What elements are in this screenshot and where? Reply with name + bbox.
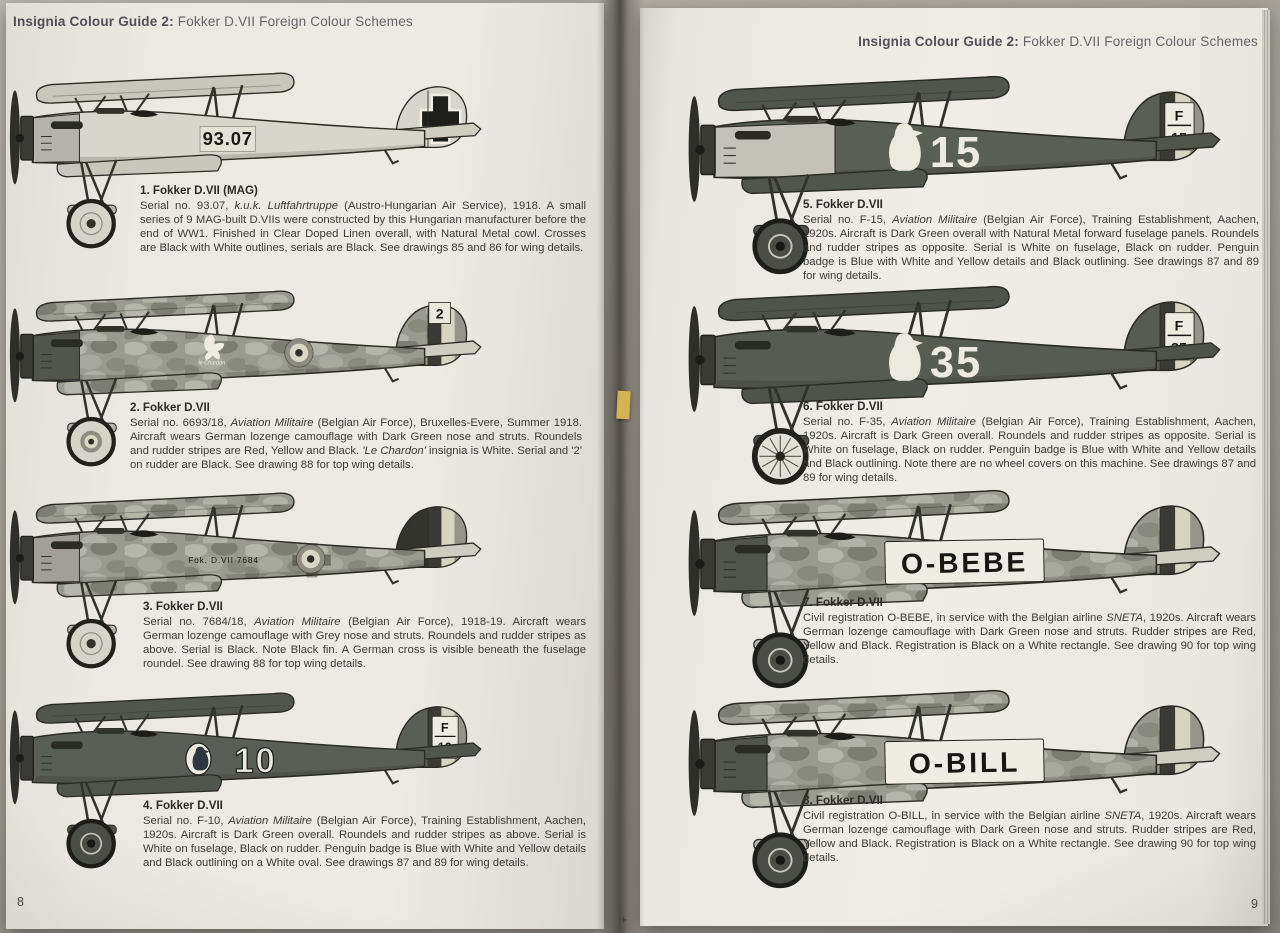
page-number-left: 8 (17, 895, 24, 909)
caption-2: 2. Fokker D.VII Serial no. 6693/18, Aviat… (130, 401, 582, 472)
page-gutter (597, 0, 645, 933)
fokker-dvii-profile: O-BEBE (688, 489, 1221, 689)
caption-text: Serial no. F-10, Aviation Militaire (Bel… (143, 815, 587, 869)
aircraft-illustration-1: 93.07 (4, 46, 490, 255)
aircraft-illustration-5: F1515 (682, 46, 1230, 282)
caption-1: 1. Fokker D.VII (MAG) Serial no. 93.07, k… (140, 184, 586, 255)
caption-text: Serial no. F-35, Aviation Militaire (Bel… (803, 416, 1257, 484)
fokker-dvii-profile: 2 le Chardon (9, 290, 482, 467)
aircraft-illustration-8: O-BILL (682, 660, 1230, 896)
svg-text:O-BILL: O-BILL (909, 746, 1021, 780)
svg-text:Fok. D.VII 7684: Fok. D.VII 7684 (188, 555, 259, 565)
caption-title: 4. Fokker D.VII (143, 799, 223, 812)
svg-text:35: 35 (930, 339, 982, 387)
caption-5: 5. Fokker D.VII Serial no. F-15, Aviation… (803, 198, 1259, 283)
svg-text:15: 15 (930, 129, 982, 177)
header-subtitle: Fokker D.VII Foreign Colour Schemes (1018, 34, 1258, 49)
page-number-right: 9 (1251, 897, 1258, 911)
caption-3: 3. Fokker D.VII Serial no. 7684/18, Aviat… (143, 600, 586, 671)
caption-text: Serial no. 93.07, k.u.k. Luftfahrtruppe … (140, 200, 586, 254)
aircraft-illustration-6: F3535 (682, 256, 1230, 492)
page-edge-stack (1262, 10, 1270, 924)
fokker-dvii-profile: F3535 (688, 285, 1221, 485)
caption-text: Serial no. F-15, Aviation Militaire (Bel… (803, 214, 1259, 282)
svg-text:93.07: 93.07 (203, 128, 253, 149)
header-series-label: Insignia Colour Guide 2: (858, 34, 1019, 49)
header-series-label: Insignia Colour Guide 2: (13, 14, 174, 29)
fokker-dvii-profile: F1010 (9, 692, 482, 869)
caption-title: 3. Fokker D.VII (143, 600, 223, 613)
caption-6: 6. Fokker D.VII Serial no. F-35, Aviation… (803, 400, 1256, 485)
aircraft-illustration-4: F1010 (4, 666, 490, 875)
caption-title: 7. Fokker D.VII (803, 596, 883, 609)
caption-8: 8. Fokker D.VII Civil registration O-BILL… (803, 794, 1256, 865)
svg-text:F: F (441, 721, 449, 735)
svg-text:F: F (1175, 319, 1184, 335)
svg-text:F: F (1175, 109, 1184, 125)
svg-text:le Chardon: le Chardon (199, 361, 226, 367)
aircraft-illustration-7: O-BEBE (682, 460, 1230, 696)
fokker-dvii-profile: 93.07 (9, 72, 482, 249)
caption-title: 2. Fokker D.VII (130, 401, 210, 414)
bookmark-tab (616, 390, 631, 420)
header-subtitle: Fokker D.VII Foreign Colour Schemes (173, 14, 413, 29)
caption-4: 4. Fokker D.VII Serial no. F-10, Aviation… (143, 799, 586, 870)
page-header-left: Insignia Colour Guide 2: Fokker D.VII Fo… (13, 14, 413, 29)
page-header-right: Insignia Colour Guide 2: Fokker D.VII Fo… (858, 34, 1258, 49)
aircraft-illustration-3: Fok. D.VII 7684 (4, 466, 490, 675)
caption-title: 8. Fokker D.VII (803, 794, 883, 807)
fokker-dvii-profile: O-BILL (688, 689, 1221, 889)
fokker-dvii-profile: Fok. D.VII 7684 (9, 492, 482, 669)
fokker-dvii-profile: F1515 (688, 75, 1221, 275)
caption-text: Serial no. 7684/18, Aviation Militaire (… (143, 616, 586, 670)
caption-title: 6. Fokker D.VII (803, 400, 883, 413)
svg-text:2: 2 (436, 306, 444, 322)
caption-title: 5. Fokker D.VII (803, 198, 883, 211)
caption-7: 7. Fokker D.VII Civil registration O-BEBE… (803, 596, 1256, 667)
registration-mark: + (620, 912, 628, 927)
aircraft-illustration-2: 2 le Chardon (4, 264, 490, 473)
caption-text: Civil registration O-BILL, in service wi… (803, 810, 1256, 864)
caption-title: 1. Fokker D.VII (MAG) (140, 184, 258, 197)
svg-text:10: 10 (234, 741, 276, 780)
svg-text:O-BEBE: O-BEBE (901, 546, 1029, 580)
caption-text: Serial no. 6693/18, Aviation Militaire (… (130, 417, 582, 471)
caption-text: Civil registration O-BEBE, in service wi… (803, 612, 1256, 666)
